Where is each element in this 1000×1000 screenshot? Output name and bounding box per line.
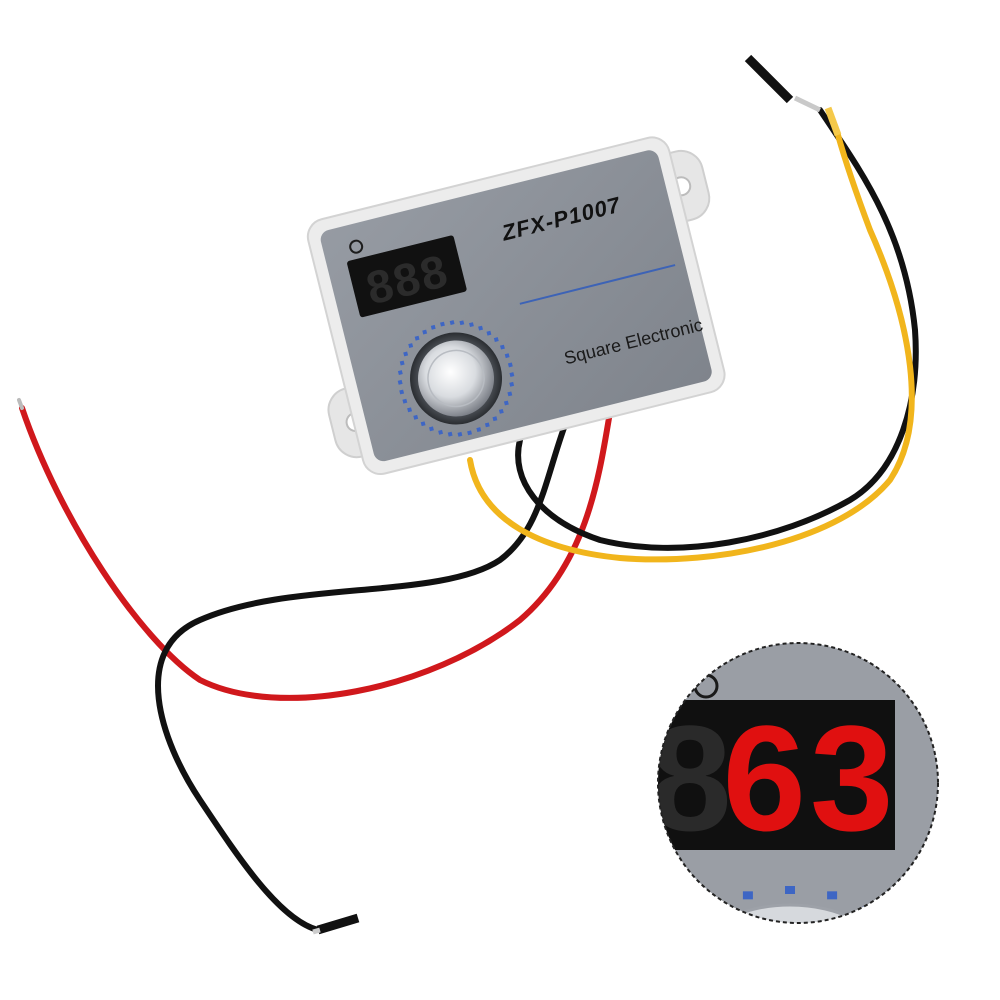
led-display xyxy=(347,235,467,318)
knob-ring-dot xyxy=(507,391,513,397)
inset-knob-edge xyxy=(693,903,887,923)
black-wire-center xyxy=(515,107,919,551)
knob-ring-dot xyxy=(430,324,436,330)
knob-ring-dot xyxy=(422,329,428,335)
knob-ring-dot xyxy=(503,400,509,406)
inset-readout: 63 xyxy=(723,694,898,862)
knob-ring-dot xyxy=(413,414,419,420)
knob-dot-ring xyxy=(397,320,515,437)
black-wire-left-end xyxy=(316,913,360,935)
knob-ring-dot xyxy=(459,320,465,326)
knob-ring-dot xyxy=(420,421,426,427)
inset-ring-dot xyxy=(683,929,693,937)
knob-ring-dot xyxy=(440,321,445,327)
knob-ring-dot xyxy=(469,322,474,328)
controller-housing: 888 ZFX-P1007 Square Electronic xyxy=(306,136,726,476)
rotary-knob[interactable] xyxy=(410,332,502,424)
accent-line xyxy=(519,264,676,305)
inset-ring-dot xyxy=(785,886,795,894)
inset-ring-dot xyxy=(675,956,685,964)
inset-display xyxy=(658,700,895,850)
knob-ring-dot xyxy=(438,429,444,435)
knob-ring-dot xyxy=(484,422,490,428)
knob-ring-dot xyxy=(414,335,420,341)
knob-ring-dot xyxy=(486,330,492,336)
knob-ring-dot xyxy=(507,362,513,368)
knob-ring-dot xyxy=(399,360,405,366)
black-wire-right-end xyxy=(744,54,794,104)
knob-ring-dot xyxy=(397,379,403,385)
yellow-wire-tip xyxy=(824,106,842,137)
knob-ring-dot xyxy=(509,381,515,387)
knob-ring-dot xyxy=(467,430,472,436)
inset-ring-dot xyxy=(862,906,873,915)
inset-ring-dot xyxy=(742,891,753,900)
inset-ring-dot xyxy=(887,929,897,937)
knob-ring-dot xyxy=(408,343,414,348)
yellow-wire xyxy=(467,132,915,563)
knob-ring-dot xyxy=(498,408,504,414)
knob-ring-dot xyxy=(403,351,409,357)
knob-ring-dot xyxy=(504,353,510,359)
knob-ring-dot xyxy=(476,427,482,433)
inset-ring-dot xyxy=(827,891,838,900)
red-wire xyxy=(19,397,615,701)
knob-ring-dot xyxy=(399,389,405,395)
knob-ring-dot xyxy=(407,407,413,413)
knob-ring-dot xyxy=(447,431,453,437)
inset-ring-dot xyxy=(707,906,718,915)
black-wire-right-joint xyxy=(793,95,822,113)
status-led xyxy=(349,239,364,254)
knob-ring-dot xyxy=(500,344,505,350)
inset-dim-digit: 8 xyxy=(648,694,731,862)
inset-ring-dot xyxy=(895,956,905,964)
knob-ring-dot xyxy=(397,370,403,376)
black-wire-left xyxy=(155,422,568,933)
knob-ring-dot xyxy=(492,416,498,422)
knob-ring-dot xyxy=(402,398,408,404)
knob-ring-dot xyxy=(478,325,483,331)
knob-ring-dot xyxy=(509,372,515,377)
knob-ring-dot xyxy=(457,431,463,437)
knob-ring-dot xyxy=(429,426,434,432)
black-wire-left-tip xyxy=(312,927,321,935)
red-wire-tip xyxy=(17,398,24,410)
zoom-inset: 8 63 xyxy=(648,642,939,964)
knob-ring-dot xyxy=(493,337,499,342)
knob-ring-dot xyxy=(449,320,455,326)
